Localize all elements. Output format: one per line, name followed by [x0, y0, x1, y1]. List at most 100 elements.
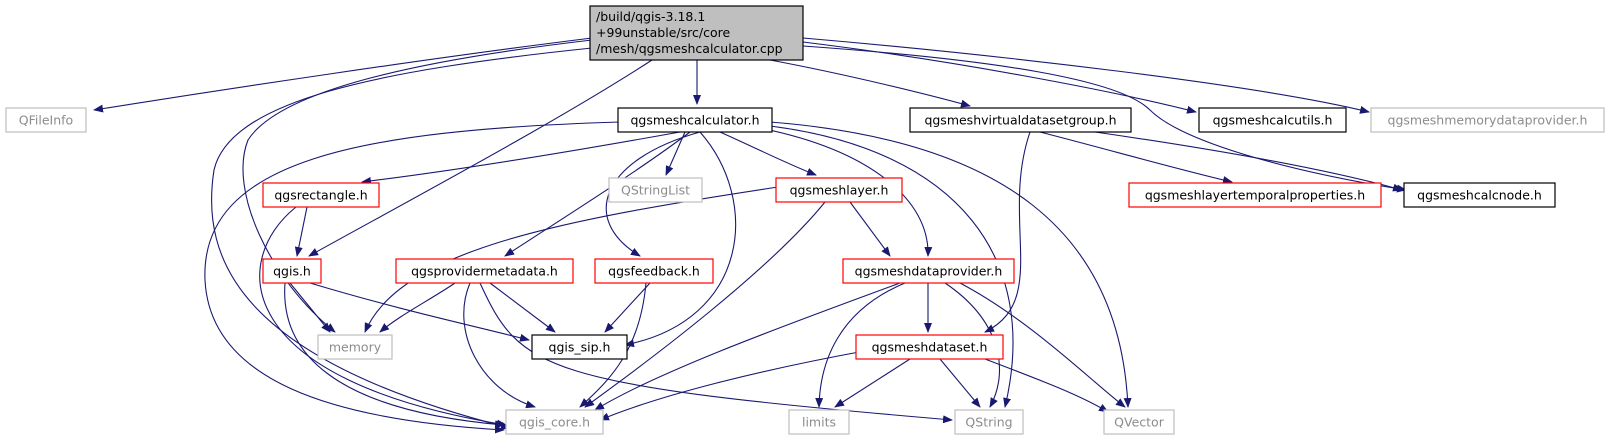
node-box [909, 107, 1132, 133]
node-box [505, 409, 604, 435]
node-box [262, 258, 322, 284]
node-box [617, 107, 773, 133]
node-label: qgsfeedback.h [608, 264, 700, 279]
edge-qgsrectangle-h-to-qgis-h [294, 206, 308, 257]
edge-root-to-qgis-h [308, 59, 653, 257]
edge-qgsrectangle-h-to-qgis-core-h [259, 206, 507, 428]
node-label: limits [802, 415, 836, 430]
node-label: qgsmeshmemorydataprovider.h [1388, 113, 1588, 128]
node-box [594, 258, 714, 284]
edge-qgsmeshlayer-h-to-qgis-core-h [584, 201, 826, 408]
node-label: QVector [1114, 415, 1165, 430]
edge-qgsmeshcalculator-h-to-qvector [769, 121, 1132, 408]
edge-root-to-qfileinfo [93, 37, 593, 113]
node-box [1370, 107, 1605, 133]
edge-qgsmeshdataprovider-h-to-qgis-core-h [594, 282, 901, 411]
edge-root-to-qgsmeshvirtualdatasetgroup-h [769, 59, 971, 108]
node-box [842, 258, 1015, 284]
node-box [395, 258, 574, 284]
edge-qgsmeshcalculator-h-to-qgsprovidermetadata-h [504, 131, 691, 257]
node-qgis-core-h[interactable]: qgis_core.h [505, 409, 604, 435]
node-box [589, 5, 804, 61]
node-label: qgis.h [273, 264, 311, 279]
edge-qgsmeshdataprovider-h-to-qvector [959, 282, 1126, 408]
node-label: /build/qgis-3.18.1 [596, 9, 705, 24]
edge-qgis-h-to-memory [289, 282, 331, 333]
node-label: qgsmeshcalcutils.h [1213, 113, 1333, 128]
node-qgsmeshvirtualdatasetgroup-h[interactable]: qgsmeshvirtualdatasetgroup.h [909, 107, 1132, 133]
node-qstringlist[interactable]: QStringList [608, 177, 703, 203]
node-label: qgsprovidermetadata.h [411, 264, 558, 279]
node-root: /build/qgis-3.18.1+99unstable/src/core/m… [589, 5, 804, 61]
node-box [855, 334, 1004, 360]
node-qstring[interactable]: QString [954, 409, 1024, 435]
node-qgsrectangle-h[interactable]: qgsrectangle.h [262, 182, 380, 208]
edge-qgsmeshdataset-h-to-limits [834, 358, 911, 408]
node-label: qgsmeshdataset.h [872, 340, 988, 355]
edge-qgsfeedback-h-to-qgis-sip-h [604, 282, 651, 333]
node-box [788, 409, 850, 435]
edge-root-to-qgsmeshmemorydataprovider-h [802, 37, 1370, 114]
node-qgsmeshlayer-h[interactable]: qgsmeshlayer.h [775, 177, 903, 203]
node-label: qgis_core.h [519, 415, 590, 430]
edge-qgsmeshcalculator-h-to-qgis-core-h [204, 121, 621, 434]
node-qgsmeshdataset-h[interactable]: qgsmeshdataset.h [855, 334, 1004, 360]
edge-qgsmeshcalculator-h-to-qgis-sip-h [624, 131, 737, 348]
node-label: +99unstable/src/core [596, 25, 730, 40]
node-box [1128, 182, 1382, 208]
node-label: qgsrectangle.h [274, 188, 367, 203]
node-label: memory [329, 340, 382, 355]
node-label: qgsmeshlayer.h [790, 183, 889, 198]
node-label: QStringList [621, 183, 690, 198]
node-label: /mesh/qgsmeshcalculator.cpp [596, 41, 783, 56]
edge-qgsprovidermetadata-h-to-qstring [479, 282, 953, 424]
node-qgsmeshmemorydataprovider-h[interactable]: qgsmeshmemorydataprovider.h [1370, 107, 1605, 133]
node-box [317, 334, 393, 360]
edge-qgis-h-to-qgis-sip-h [309, 282, 530, 342]
edge-root-to-qgsmeshcalcnode-h [802, 45, 1407, 193]
edge-qgis-h-to-qgis-core-h [284, 282, 505, 429]
edge-qgsmeshdataset-h-to-qvector [984, 358, 1109, 413]
node-qgsfeedback-h[interactable]: qgsfeedback.h [594, 258, 714, 284]
edge-qgsmeshcalculator-h-to-qgsrectangle-h [361, 131, 681, 185]
node-qgsmeshcalculator-h[interactable]: qgsmeshcalculator.h [617, 107, 773, 133]
edges-layer [93, 37, 1407, 434]
edge-qgsmeshcalculator-h-to-qstringlist [665, 131, 686, 176]
node-qvector[interactable]: QVector [1103, 409, 1175, 435]
edge-qgsmeshvirtualdatasetgroup-h-to-qgsmeshdataset-h [984, 131, 1031, 333]
node-limits[interactable]: limits [788, 409, 850, 435]
node-label: qgsmeshlayertemporalproperties.h [1145, 188, 1365, 203]
node-label: qgis_sip.h [549, 340, 611, 355]
node-box [1198, 107, 1347, 133]
node-box [262, 182, 380, 208]
node-box [1403, 182, 1556, 208]
node-qgis-sip-h[interactable]: qgis_sip.h [531, 334, 628, 360]
node-label: QString [965, 415, 1012, 430]
edge-qgsmeshvirtualdatasetgroup-h-to-qgsmeshlayertemporalproperties-h [1039, 131, 1233, 184]
node-qgsmeshlayertemporalproperties-h[interactable]: qgsmeshlayertemporalproperties.h [1128, 182, 1382, 208]
node-box [1103, 409, 1175, 435]
node-box [954, 409, 1024, 435]
node-qgsmeshcalcutils-h[interactable]: qgsmeshcalcutils.h [1198, 107, 1347, 133]
node-label: qgsmeshdataprovider.h [855, 264, 1003, 279]
node-label: qgsmeshcalcnode.h [1417, 188, 1542, 203]
node-label: qgsmeshvirtualdatasetgroup.h [924, 113, 1116, 128]
edge-qgsprovidermetadata-h-to-memory [379, 282, 456, 333]
edge-qgsprovidermetadata-h-to-qgis-core-h [463, 282, 536, 409]
node-qfileinfo[interactable]: QFileInfo [5, 107, 87, 133]
node-qgis-h[interactable]: qgis.h [262, 258, 322, 284]
node-memory[interactable]: memory [317, 334, 393, 360]
nodes-layer: /build/qgis-3.18.1+99unstable/src/core/m… [5, 5, 1605, 435]
edge-root-to-qgis-core-h [211, 47, 593, 430]
edge-qgsmeshvirtualdatasetgroup-h-to-qgsmeshcalcnode-h [1094, 131, 1403, 192]
node-qgsprovidermetadata-h[interactable]: qgsprovidermetadata.h [395, 258, 574, 284]
edge-qgsmeshdataprovider-h-to-limits [815, 282, 906, 408]
node-box [531, 334, 628, 360]
node-qgsmeshcalcnode-h[interactable]: qgsmeshcalcnode.h [1403, 182, 1556, 208]
node-qgsmeshdataprovider-h[interactable]: qgsmeshdataprovider.h [842, 258, 1015, 284]
edge-qgsmeshdataset-h-to-qgis-core-h [599, 349, 871, 421]
edge-qgsmeshcalculator-h-to-qgsmeshlayer-h [719, 131, 817, 176]
edge-qgsfeedback-h-to-qgis-core-h [579, 282, 647, 408]
